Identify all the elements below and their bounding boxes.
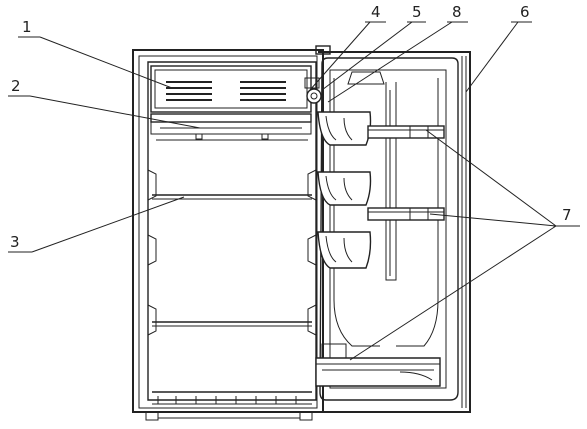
glass-shelf (152, 194, 312, 200)
door (318, 51, 471, 413)
callout-7: 7 (562, 206, 572, 224)
callout-5: 5 (412, 3, 422, 21)
freezer-compartment (150, 65, 312, 113)
leader-lines (8, 21, 580, 361)
lower-shelf (152, 321, 312, 327)
drip-tray (150, 113, 312, 140)
door-bin-3 (317, 231, 372, 269)
callout-labels: 1 2 3 4 5 6 7 8 (10, 3, 572, 251)
door-bin-1 (317, 111, 372, 146)
callout-3: 3 (10, 233, 20, 251)
freezer-vent-left (166, 81, 212, 101)
door-bin-2 (317, 171, 372, 206)
callout-6: 6 (520, 3, 530, 21)
callout-4: 4 (371, 3, 381, 21)
callout-2: 2 (11, 77, 21, 95)
cabinet (132, 49, 324, 421)
callout-8: 8 (452, 3, 462, 21)
door-shelf-upper (367, 125, 445, 139)
crisper-floor (152, 391, 312, 405)
callout-1: 1 (22, 18, 32, 36)
freezer-vent-right (240, 81, 286, 101)
door-shelf-middle (367, 207, 445, 221)
door-shelf-bottom (315, 343, 441, 387)
hinge-top (315, 45, 331, 55)
